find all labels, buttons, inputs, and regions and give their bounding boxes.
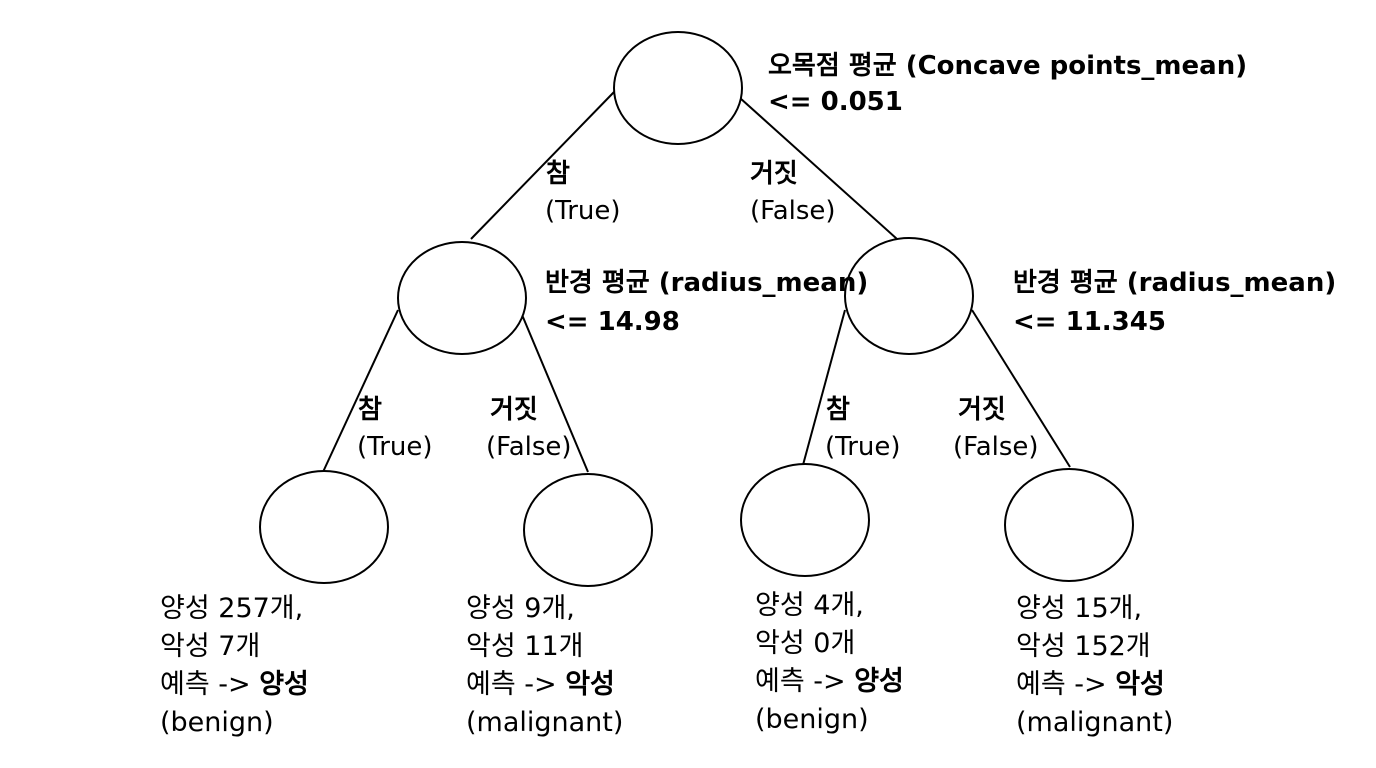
root-threshold-label: <= 0.051 — [768, 87, 903, 117]
edge-root-left — [470, 91, 615, 240]
left-true-en: (True) — [357, 432, 433, 462]
left-false-en: (False) — [486, 432, 572, 462]
leaf-4-benign-count: 양성 15개, — [1016, 593, 1143, 624]
leaf-1-predict-prefix: 예측 -> — [160, 669, 260, 700]
left-false-ko: 거짓 — [490, 395, 538, 425]
right-false-ko: 거짓 — [958, 395, 1006, 425]
root-false-en: (False) — [750, 196, 836, 226]
right-true-ko: 참 — [826, 395, 850, 425]
leaf-3-predict-en: (benign) — [755, 704, 869, 735]
leaf-3-summary: 양성 4개, 악성 0개 예측 -> 양성 (benign) — [755, 587, 904, 739]
leaf-4-summary: 양성 15개, 악성 152개 예측 -> 악성 (malignant) — [1016, 590, 1173, 742]
right-split-feature-label: 반경 평균 (radius_mean) — [1013, 268, 1337, 298]
leaf-node-2 — [523, 473, 653, 587]
left-split-feature-label: 반경 평균 (radius_mean) — [545, 268, 869, 298]
right-split-threshold-label: <= 11.345 — [1013, 307, 1166, 337]
left-split-threshold-label: <= 14.98 — [545, 307, 680, 337]
edge-root-right — [739, 97, 898, 240]
leaf-2-prediction: 예측 -> 악성 — [466, 666, 623, 704]
leaf-2-predict-class: 악성 — [565, 669, 615, 700]
leaf-4-predict-class: 악성 — [1115, 669, 1165, 700]
leaf-node-4 — [1004, 468, 1134, 582]
leaf-2-summary: 양성 9개, 악성 11개 예측 -> 악성 (malignant) — [466, 590, 623, 742]
root-true-en: (True) — [545, 196, 621, 226]
leaf-3-predict-class: 양성 — [854, 666, 904, 697]
root-false-ko: 거짓 — [750, 159, 798, 189]
root-node — [613, 31, 743, 145]
leaf-3-predict-prefix: 예측 -> — [755, 666, 855, 697]
leaf-4-predict-en: (malignant) — [1016, 707, 1174, 738]
right-false-en: (False) — [953, 432, 1039, 462]
leaf-1-prediction: 예측 -> 양성 — [160, 666, 309, 704]
leaf-1-predict-class: 양성 — [259, 669, 309, 700]
edge-right-leaf3 — [802, 309, 846, 466]
edge-left-leaf1 — [322, 309, 399, 473]
leaf-node-3 — [740, 463, 870, 577]
leaf-2-predict-en: (malignant) — [466, 707, 624, 738]
leaf-3-benign-count: 양성 4개, — [755, 590, 864, 621]
leaf-node-1 — [259, 470, 389, 584]
leaf-1-benign-count: 양성 257개, — [160, 593, 304, 624]
leaf-1-summary: 양성 257개, 악성 7개 예측 -> 양성 (benign) — [160, 590, 309, 742]
leaf-1-malignant-count: 악성 7개 — [160, 631, 261, 662]
root-feature-label: 오목점 평균 (Concave points_mean) — [768, 51, 1248, 81]
leaf-2-malignant-count: 악성 11개 — [466, 631, 584, 662]
leaf-4-predict-prefix: 예측 -> — [1016, 669, 1116, 700]
left-split-node — [397, 241, 527, 355]
left-true-ko: 참 — [358, 395, 382, 425]
root-true-ko: 참 — [546, 159, 570, 189]
leaf-3-malignant-count: 악성 0개 — [755, 628, 856, 659]
right-split-node — [844, 237, 974, 355]
edge-left-leaf2 — [519, 309, 589, 473]
edge-right-leaf4 — [971, 309, 1071, 468]
leaf-1-predict-en: (benign) — [160, 707, 274, 738]
right-true-en: (True) — [825, 432, 901, 462]
leaf-2-predict-prefix: 예측 -> — [466, 669, 566, 700]
leaf-3-prediction: 예측 -> 양성 — [755, 663, 904, 701]
leaf-4-prediction: 예측 -> 악성 — [1016, 666, 1173, 704]
leaf-2-benign-count: 양성 9개, — [466, 593, 575, 624]
leaf-4-malignant-count: 악성 152개 — [1016, 631, 1151, 662]
